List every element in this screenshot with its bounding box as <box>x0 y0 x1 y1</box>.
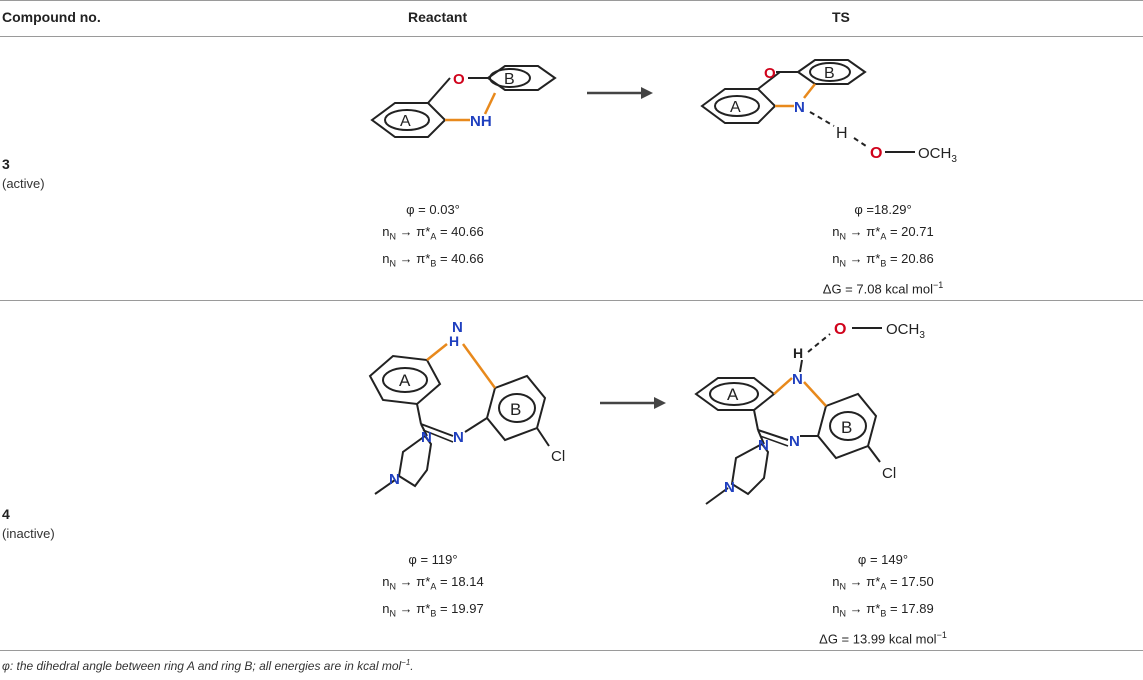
chlorine-label: Cl <box>551 448 565 465</box>
reaction-arrow-3 <box>587 87 653 99</box>
phi-value: φ = 119° <box>408 552 458 567</box>
reactant-3-structure: A B O NH <box>370 65 557 138</box>
oxygen-label: O <box>834 321 846 338</box>
h-label: H <box>793 345 803 361</box>
phi-value: φ = 149° <box>857 552 909 567</box>
ring-label-b: B <box>510 400 521 419</box>
n-label: N <box>724 479 735 496</box>
n-label: N <box>453 429 464 446</box>
reactant-4-values: φ = 119° nN → π*A = 18.14 nN → π*B = 19.… <box>303 549 563 624</box>
compound-state-3: (active) <box>2 176 45 191</box>
methoxy-label: OCH3 <box>886 321 925 341</box>
n-label: N <box>421 429 432 446</box>
nn-pi-b-value: nN → π*B = 40.66 <box>382 250 484 269</box>
delta-g-value: ΔG = 7.08 kcal mol−1 <box>822 280 944 297</box>
reactant-4-structure: A B H N N N N Cl <box>368 319 565 495</box>
ts-4-values: φ = 149° nN → π*A = 17.50 nN → π*B = 17.… <box>753 549 1013 651</box>
bottom-rule <box>0 650 1143 651</box>
phi-value: φ = 0.03° <box>406 202 460 217</box>
header-rule <box>0 36 1143 37</box>
chlorine-label: Cl <box>882 465 896 482</box>
ring-label-a: A <box>727 385 739 404</box>
compound-id-4: 4 <box>2 506 10 522</box>
ts-3-structure: A B O N H O OCH3 <box>700 59 957 165</box>
ring-label-b: B <box>504 71 515 88</box>
nn-pi-b-value: nN → π*B = 17.89 <box>832 600 934 619</box>
delta-g-value: ΔG = 13.99 kcal mol−1 <box>819 630 947 647</box>
compound-id-3: 3 <box>2 156 10 172</box>
table-footnote: φ: the dihedral angle between ring A and… <box>2 658 414 673</box>
header-reactant: Reactant <box>408 9 468 25</box>
ring-label-a: A <box>730 99 741 116</box>
oxygen-label: O <box>453 71 465 88</box>
nh-label: NH <box>470 113 492 130</box>
h-label: H <box>836 125 848 142</box>
n-label: N <box>758 437 769 454</box>
ring-label-a: A <box>400 113 411 130</box>
ring-label-b: B <box>824 65 835 82</box>
n-label: N <box>389 471 400 488</box>
oxygen-label: O <box>870 145 882 162</box>
ring-label-b: B <box>841 418 852 437</box>
n-label: N <box>452 319 463 336</box>
reactant-3-values: φ = 0.03° nN → π*A = 40.66 nN → π*B = 40… <box>303 199 563 274</box>
ts-4-structure: A B N H O OCH3 N N N Cl <box>694 321 925 505</box>
compound-state-4: (inactive) <box>2 526 55 541</box>
header-ts: TS <box>832 9 850 25</box>
nn-pi-b-value: nN → π*B = 20.86 <box>832 250 934 269</box>
nn-pi-b-value: nN → π*B = 19.97 <box>382 600 484 619</box>
reaction-arrow-4 <box>600 397 666 409</box>
nn-pi-a-value: nN → π*A = 17.50 <box>832 574 934 592</box>
ring-label-a: A <box>399 371 411 390</box>
nn-pi-a-value: nN → π*A = 40.66 <box>382 224 484 242</box>
ts-3-values: φ =18.29° nN → π*A = 20.71 nN → π*B = 20… <box>753 199 1013 301</box>
oxygen-label: O <box>764 65 776 82</box>
n-label: N <box>794 99 805 116</box>
nn-pi-a-value: nN → π*A = 20.71 <box>832 224 934 242</box>
row-divider <box>0 300 1143 301</box>
top-rule <box>0 0 1143 1</box>
nn-pi-a-value: nN → π*A = 18.14 <box>382 574 484 592</box>
methoxy-label: OCH3 <box>918 145 957 165</box>
phi-value: φ =18.29° <box>854 202 912 217</box>
n-label: N <box>789 433 800 450</box>
header-compound: Compound no. <box>2 9 101 25</box>
h-label: H <box>449 333 459 349</box>
n-label: N <box>792 371 803 388</box>
